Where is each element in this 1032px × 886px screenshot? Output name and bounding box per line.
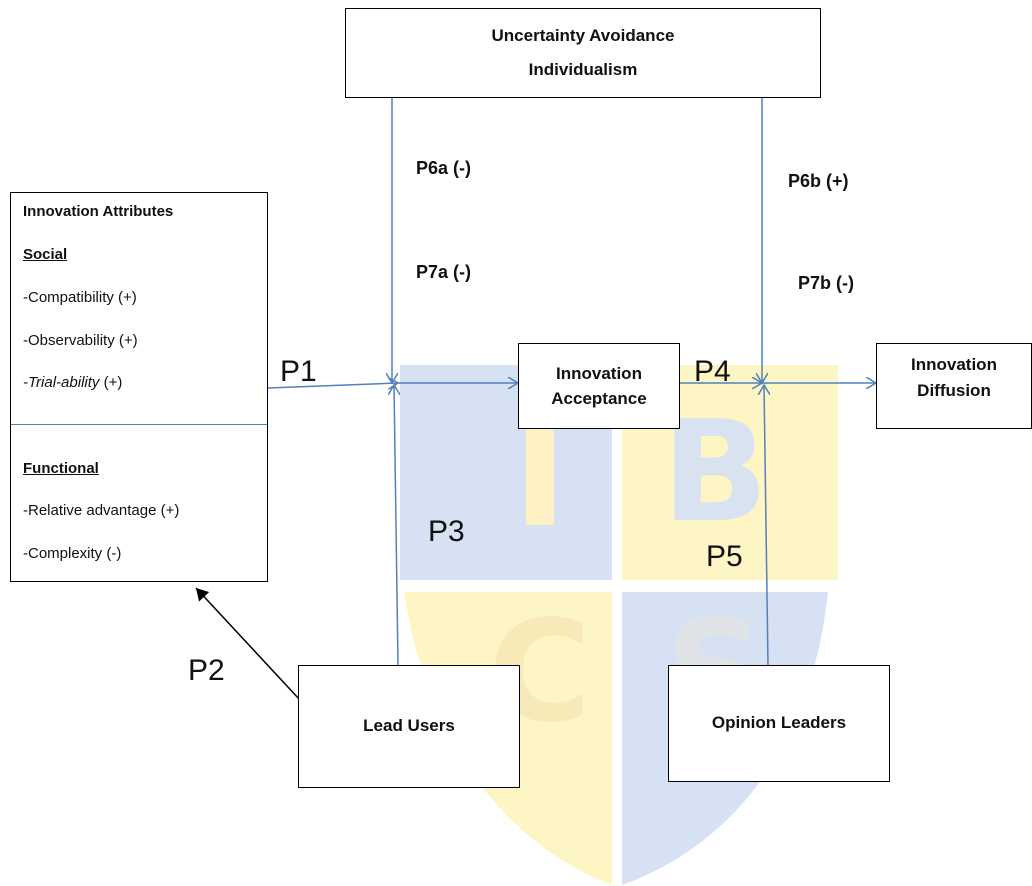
p5-arrow [764, 385, 768, 666]
p4-label: P4 [694, 355, 731, 388]
acceptance-line2: Acceptance [551, 389, 647, 408]
p1-arrow [267, 383, 398, 388]
attributes-divider [11, 424, 267, 425]
p2-label: P2 [188, 654, 225, 687]
lead-users-box: Lead Users [298, 665, 520, 788]
relative-advantage-item: -Relative advantage (+) [23, 502, 180, 519]
p7a-label: P7a (-) [416, 262, 472, 282]
p3-arrow [394, 385, 398, 666]
innovation-attributes-box: Innovation Attributes Social -Compatibil… [10, 192, 268, 582]
opinion-leaders-label: Opinion Leaders [711, 713, 847, 733]
trialability-sign: (+) [99, 374, 123, 391]
diffusion-line2: Diffusion [917, 380, 991, 400]
individualism-label: Individualism [528, 60, 638, 79]
innovation-diffusion-box: Innovation Diffusion [876, 343, 1032, 429]
attributes-title: Innovation Attributes [23, 203, 174, 220]
p2-arrow [195, 587, 301, 701]
compatibility-item: -Compatibility (+) [23, 289, 137, 306]
p6a-label: P6a (-) [416, 158, 472, 178]
complexity-item: -Complexity (-) [23, 545, 122, 562]
functional-heading: Functional [23, 460, 99, 477]
trialability-name: Trial-ability [28, 374, 100, 391]
trialability-prefix: - [23, 374, 28, 391]
acceptance-line1: Innovation [556, 363, 642, 383]
lead-users-label: Lead Users [363, 716, 455, 736]
p5-label: P5 [706, 540, 743, 573]
uncertainty-avoidance-label: Uncertainty Avoidance [491, 25, 675, 45]
social-heading: Social [23, 246, 68, 263]
trialability-item: -Trial-ability (+) [23, 374, 122, 391]
observability-item: -Observability (+) [23, 332, 138, 349]
diffusion-line1: Innovation [911, 355, 997, 374]
p6b-label: P6b (+) [788, 171, 849, 191]
opinion-leaders-box: Opinion Leaders [668, 665, 890, 782]
p7b-label: P7b (-) [798, 273, 854, 293]
p3-label: P3 [428, 515, 465, 548]
innovation-acceptance-box: Innovation Acceptance [518, 343, 680, 429]
p1-label: P1 [280, 355, 317, 388]
cultural-moderators-box: Uncertainty Avoidance Individualism [345, 8, 821, 98]
